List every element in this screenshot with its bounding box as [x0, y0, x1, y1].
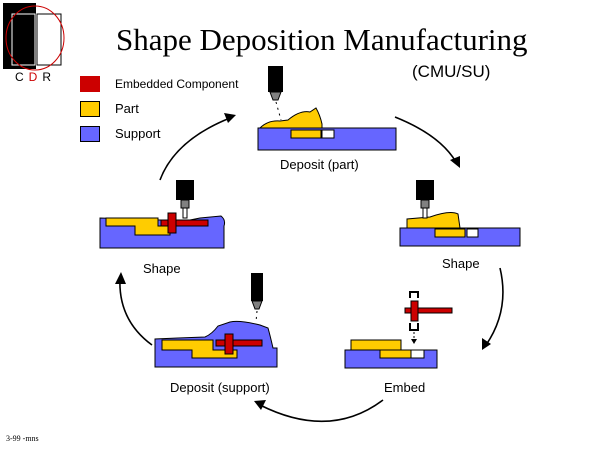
nozzle-tip-icon	[269, 91, 282, 101]
legend-label: Support	[115, 126, 161, 141]
mill-body-icon	[176, 180, 194, 200]
part-layer	[406, 212, 461, 229]
step-label-embed: Embed	[384, 380, 426, 395]
insert-arrowhead-icon	[411, 339, 417, 344]
embedded-component	[215, 339, 263, 347]
embedded-component	[404, 307, 453, 314]
cycle-arrows	[119, 116, 504, 423]
cavity	[410, 349, 425, 359]
step-label-shape-2: Shape	[143, 261, 181, 276]
part-layer	[350, 339, 402, 351]
logo-letter-d: D	[28, 70, 43, 84]
footer-note: 3-99 -mns	[6, 434, 39, 443]
arrowhead-icon	[115, 272, 126, 284]
cavity	[321, 129, 335, 139]
step-label-deposit-part: Deposit (part)	[280, 157, 359, 172]
legend-swatch-part	[80, 100, 100, 117]
deposited-part	[258, 107, 323, 129]
legend-item-part: Part	[80, 96, 238, 121]
arrowhead-icon	[224, 113, 236, 123]
arrow-heads	[115, 113, 491, 410]
cavity-outline-icon	[409, 291, 419, 298]
deposition-stream	[275, 101, 282, 121]
legend-item-support: Support	[80, 121, 238, 146]
legend: Embedded Component Part Support	[80, 71, 238, 146]
mill-body-icon	[416, 180, 434, 200]
arrowhead-icon	[482, 338, 491, 350]
logo-letter-c: C	[15, 70, 29, 84]
step-embed-illustration	[344, 291, 453, 369]
legend-label: Part	[115, 101, 139, 116]
arrow-embed-to-deposit-support	[259, 399, 384, 423]
logo-black-block	[3, 3, 36, 69]
page-title: Shape Deposition Manufacturing	[116, 22, 528, 57]
arrowhead-icon	[450, 156, 460, 168]
arrow-deposit-support-to-shape2	[119, 277, 153, 346]
mill-chuck-icon	[180, 199, 190, 209]
legend-swatch-support	[80, 125, 100, 142]
mill-chuck-icon	[420, 199, 430, 209]
embedded-component-stem	[167, 212, 177, 234]
part-layer	[105, 217, 171, 236]
step-label-deposit-support: Deposit (support)	[170, 380, 270, 395]
logo-circle	[5, 5, 65, 71]
mill-bit-icon	[182, 207, 188, 219]
embedded-component-stem	[410, 300, 419, 322]
page-subtitle: (CMU/SU)	[412, 62, 491, 81]
logo-letter-r: R	[42, 70, 57, 84]
nozzle-body-icon	[251, 273, 263, 301]
nozzle-body-icon	[268, 66, 283, 92]
legend-label: Embedded Component	[115, 76, 239, 91]
cdr-logo	[3, 3, 65, 71]
arrow-shape1-to-embed	[485, 267, 504, 346]
logo-letters: CDR	[15, 70, 56, 84]
arrow-deposit-part-to-shape1	[394, 116, 457, 163]
step-deposit-support-illustration	[154, 273, 278, 368]
part-layer	[161, 339, 238, 359]
deposition-stream	[255, 310, 258, 323]
mill-bit-icon	[422, 207, 428, 219]
legend-item-embedded-component: Embedded Component	[80, 71, 238, 96]
embedded-component-stem	[224, 333, 234, 355]
step-shape1-illustration	[399, 180, 521, 247]
step-shape2-illustration	[99, 180, 226, 249]
nozzle-tip-icon	[251, 300, 263, 310]
arrow-shape2-to-deposit-part	[159, 117, 231, 181]
component-outline-icon	[409, 323, 419, 331]
step-deposit-part-illustration	[257, 66, 397, 151]
embedded-component	[160, 219, 209, 227]
cavity	[466, 228, 479, 238]
logo-inner-left	[11, 13, 36, 66]
part-insert	[379, 349, 413, 359]
logo-inner-right	[36, 13, 62, 66]
legend-swatch-component	[80, 75, 100, 92]
part-insert	[434, 228, 466, 238]
part-insert	[290, 129, 322, 139]
step-label-shape-1: Shape	[442, 256, 480, 271]
arrowhead-icon	[254, 400, 266, 410]
